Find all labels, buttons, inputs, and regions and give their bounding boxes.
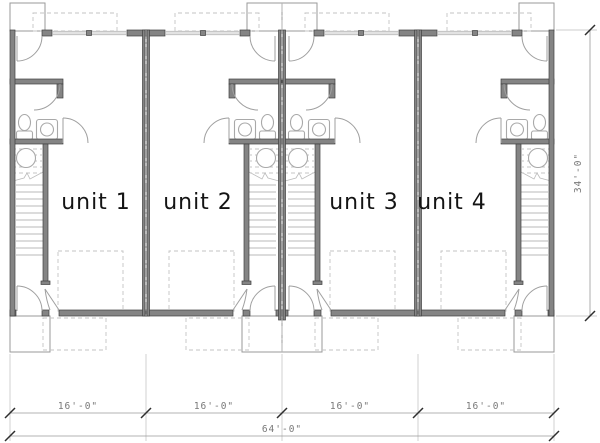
unit-4-plan [416,2,555,353]
total-depth-dimension: 34'-0" [573,153,584,193]
width-dim-unit-1: 16'-0" [58,401,98,412]
bottom-dimension-string: 16'-0" 16'-0" 16'-0" 16'-0" 64'-0" [4,354,560,442]
unit-2-plan [144,2,283,353]
unit-2-label: unit 2 [163,190,233,215]
right-dimension-string: 34'-0" [556,24,597,322]
party-wall-3-4 [414,29,422,317]
width-dim-unit-3: 16'-0" [330,401,370,412]
unit-3-plan [281,2,420,353]
width-dim-unit-4: 16'-0" [466,401,506,412]
unit-1-plan [9,2,148,353]
party-wall-2-3 [278,3,286,352]
unit-4-label: unit 4 [417,190,487,215]
exterior-wall-left [9,29,16,317]
party-wall-1-2 [142,29,150,317]
exterior-wall-right [548,29,555,317]
unit-3-label: unit 3 [329,190,399,215]
unit-1-label: unit 1 [61,190,131,215]
width-dim-unit-2: 16'-0" [194,401,234,412]
total-width-dimension: 64'-0" [262,424,302,435]
